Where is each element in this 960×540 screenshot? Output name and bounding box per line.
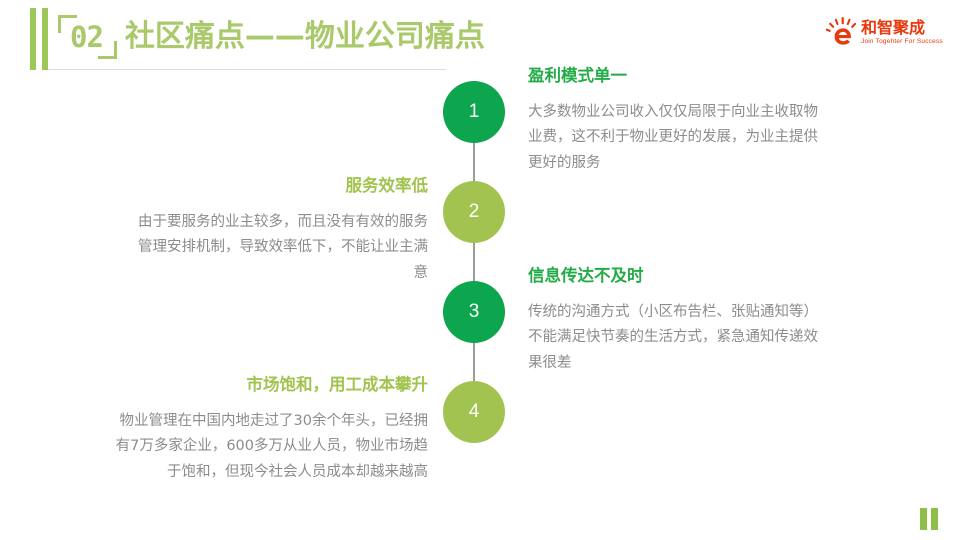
bracket-top-left-icon: [58, 15, 77, 33]
header-accent-bars: [30, 8, 52, 70]
pain-point-heading: 服务效率低: [345, 176, 429, 195]
logo-tagline: Join Togehter For Success: [861, 38, 943, 45]
timeline-node-4[interactable]: 4: [443, 381, 505, 443]
section-number-badge: 02: [58, 15, 117, 59]
page-title: 社区痛点——物业公司痛点: [124, 19, 485, 54]
accent-bar-left: [30, 8, 36, 70]
timeline-node-number: 1: [468, 101, 480, 122]
page-title-block: 02 社区痛点——物业公司痛点: [58, 12, 485, 62]
pain-point-body: 传统的沟通方式（小区布告栏、张贴通知等）不能满足快节奏的生活方式，紧急通知传递效…: [528, 303, 818, 371]
timeline-node-number: 3: [468, 301, 480, 322]
pain-point-block-1: 盈利模式单一 大多数物业公司收入仅仅局限于向业主收取物业费，这不利于物业更好的发…: [528, 66, 828, 176]
pain-point-body: 大多数物业公司收入仅仅局限于向业主收取物业费，这不利于物业更好的发展，为业主提供…: [528, 103, 818, 171]
section-number: 02: [70, 19, 104, 54]
pain-point-block-3: 信息传达不及时 传统的沟通方式（小区布告栏、张贴通知等）不能满足快节奏的生活方式…: [528, 266, 828, 376]
pain-point-heading: 信息传达不及时: [528, 266, 644, 285]
timeline-connector: [473, 143, 475, 181]
timeline-node-number: 4: [468, 401, 480, 422]
timeline-connector: [473, 343, 475, 381]
title-underline: [48, 69, 446, 70]
sunrise-e-icon: [826, 17, 857, 45]
timeline-node-number: 2: [468, 201, 480, 222]
pain-point-block-2: 服务效率低 由于要服务的业主较多，而且没有有效的服务管理安排机制，导致效率低下，…: [132, 176, 428, 286]
logo-text: 和智聚成 Join Togehter For Success: [861, 18, 943, 46]
footer-mark: [920, 508, 938, 530]
footer-bar-left: [920, 508, 927, 530]
pain-point-heading: 盈利模式单一: [528, 66, 627, 85]
footer-bar-right: [931, 508, 938, 530]
logo-company-name: 和智聚成: [861, 18, 926, 38]
bracket-bottom-right-icon: [97, 41, 117, 59]
pain-point-body: 由于要服务的业主较多，而且没有有效的服务管理安排机制，导致效率低下，不能让业主满…: [138, 213, 428, 281]
timeline-node-3[interactable]: 3: [443, 281, 505, 343]
timeline-connector: [473, 243, 475, 281]
pain-point-heading: 市场饱和，用工成本攀升: [246, 375, 429, 394]
timeline-node-1[interactable]: 1: [443, 81, 505, 143]
company-logo: 和智聚成 Join Togehter For Success: [826, 12, 948, 54]
accent-bar-right: [42, 8, 48, 70]
pain-point-body: 物业管理在中国内地走过了30余个年头，已经拥有7万多家企业，600多万从业人员，…: [115, 412, 428, 480]
timeline-node-2[interactable]: 2: [443, 181, 505, 243]
pain-point-block-4: 市场饱和，用工成本攀升 物业管理在中国内地走过了30余个年头，已经拥有7万多家企…: [112, 375, 428, 485]
